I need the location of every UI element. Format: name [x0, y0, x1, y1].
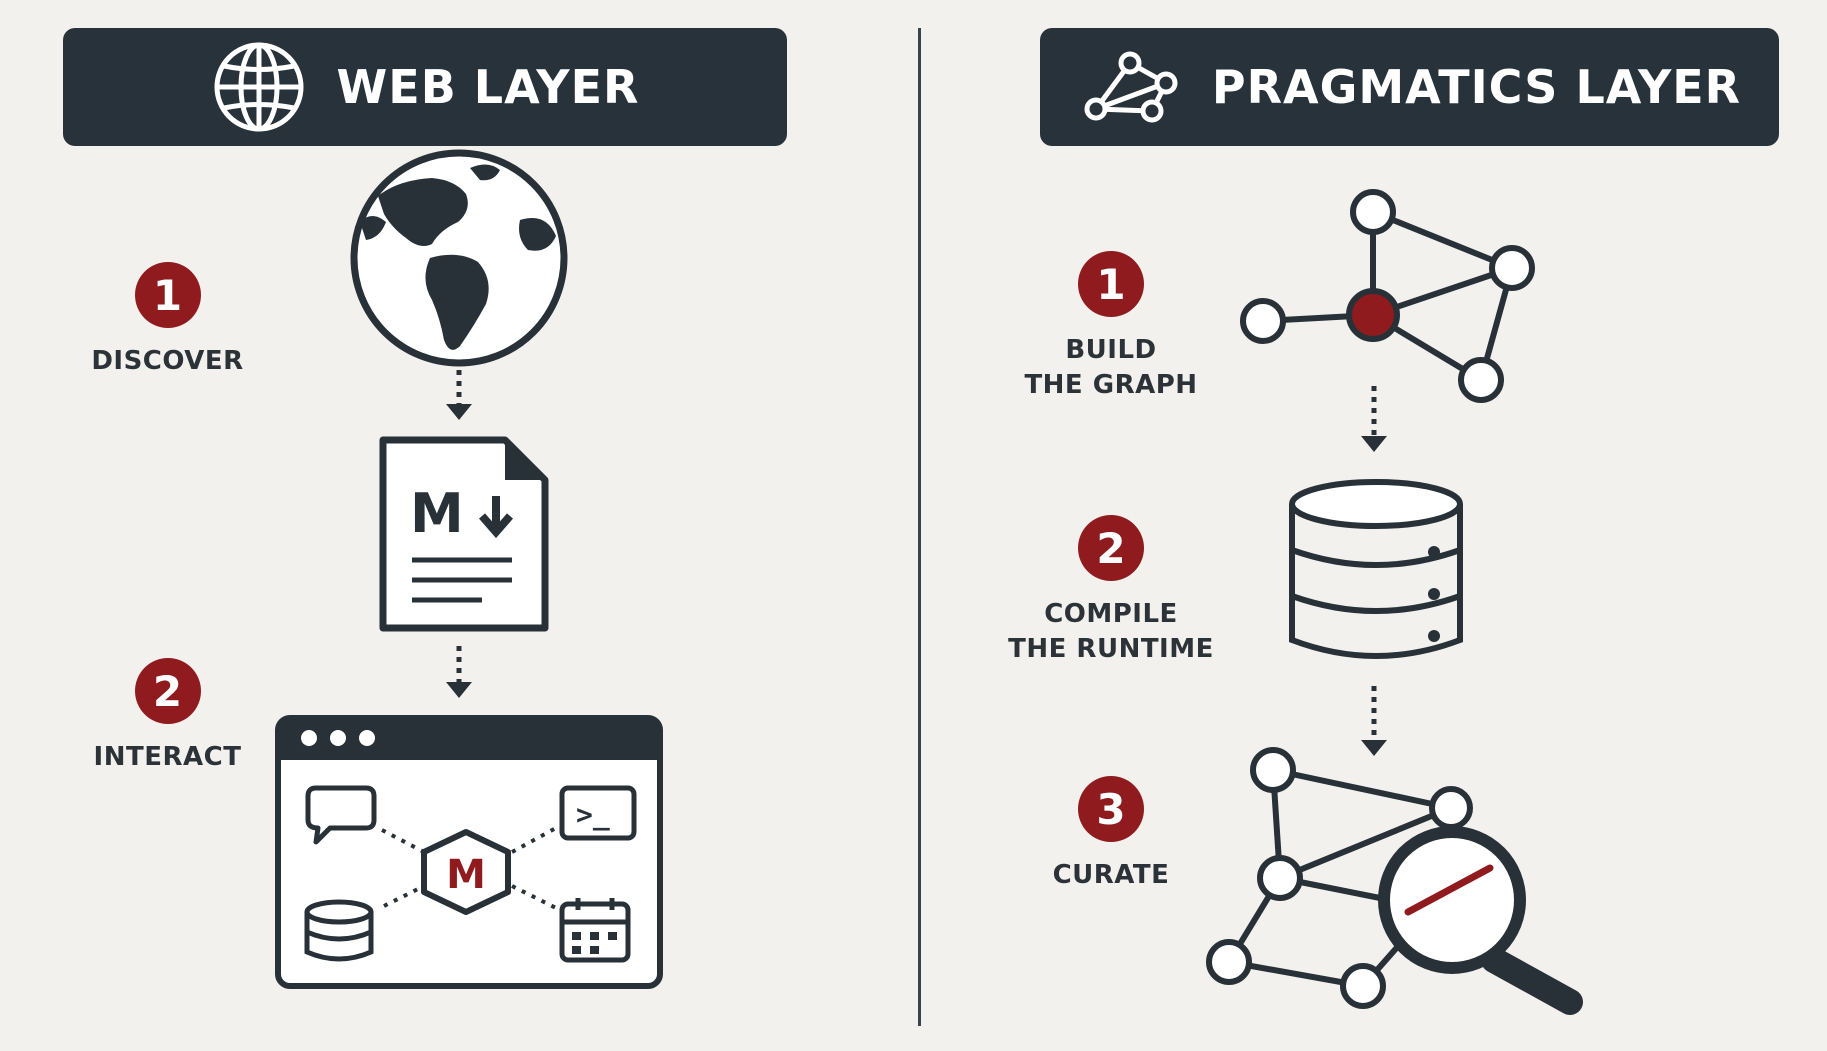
web-step-discover: 1 DISCOVER	[60, 262, 275, 379]
pragmatics-layer-header: PRAGMATICS LAYER	[1040, 28, 1779, 146]
web-layer-title: WEB LAYER	[336, 60, 640, 114]
flow-arrow	[1361, 686, 1387, 756]
step-label: DISCOVER	[91, 346, 244, 376]
step-label-line1: COMPILE	[1044, 599, 1178, 629]
flow-arrow	[446, 370, 472, 420]
prag-step-curate: 3 CURATE	[1000, 776, 1222, 893]
database-icon	[304, 899, 374, 962]
layer-divider	[918, 28, 921, 1026]
step-number-badge: 1	[1078, 251, 1144, 317]
terminal-icon: >_	[559, 785, 637, 841]
step-number-badge: 2	[134, 658, 201, 724]
mcp-hexagon-icon: M	[421, 829, 511, 915]
prag-step-build-graph: 1 BUILD THE GRAPH	[1000, 251, 1222, 403]
step-label: INTERACT	[93, 742, 242, 772]
step-label: CURATE	[1052, 860, 1170, 890]
step-number-badge: 1	[134, 262, 201, 328]
markdown-badge: M	[410, 482, 464, 545]
globe-outline-icon	[214, 42, 304, 132]
step-number-badge: 3	[1078, 776, 1144, 842]
graph-nodes-icon	[1084, 51, 1178, 123]
server-database-icon	[1289, 479, 1463, 659]
step-label-line2: THE GRAPH	[1024, 370, 1198, 400]
web-layer-header: WEB LAYER	[63, 28, 787, 146]
markdown-file-icon: M	[379, 436, 549, 632]
flow-arrow	[1361, 386, 1387, 452]
chat-bubble-icon	[305, 785, 377, 845]
mcp-badge: M	[446, 852, 486, 898]
step-number-badge: 2	[1078, 515, 1144, 581]
terminal-prompt: >_	[576, 798, 610, 831]
network-graph-icon	[1240, 189, 1535, 403]
step-label-line1: BUILD	[1065, 335, 1157, 365]
world-map-icon	[350, 149, 568, 367]
step-label: COMPILE THE RUNTIME	[1008, 597, 1214, 667]
browser-window-icon: >_ M	[275, 715, 663, 989]
web-step-interact: 2 INTERACT	[60, 658, 275, 775]
step-label-line2: THE RUNTIME	[1008, 634, 1214, 664]
pragmatics-layer-title: PRAGMATICS LAYER	[1211, 60, 1742, 114]
prag-step-compile-runtime: 2 COMPILE THE RUNTIME	[1000, 515, 1222, 667]
magnifier-graph-icon	[1206, 747, 1583, 1015]
calendar-icon	[559, 898, 631, 963]
step-label: BUILD THE GRAPH	[1024, 333, 1197, 403]
flow-arrow	[446, 646, 472, 698]
